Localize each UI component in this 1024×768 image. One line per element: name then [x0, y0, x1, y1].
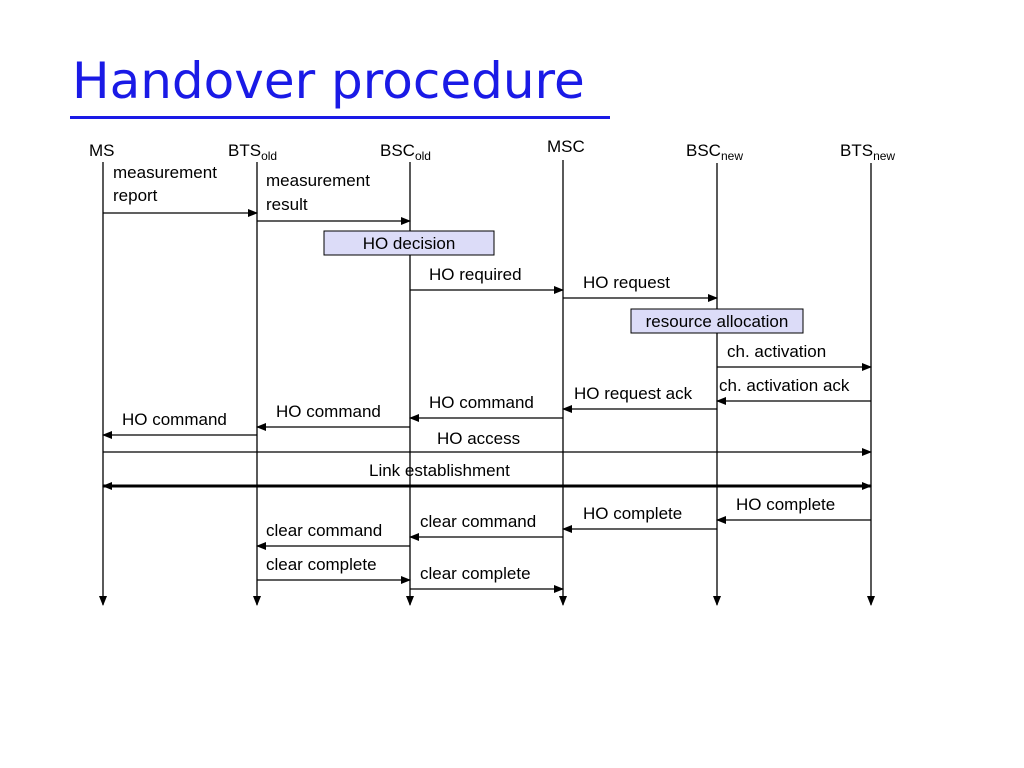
entity-name: BSC	[686, 141, 721, 160]
entity-name: MS	[89, 141, 115, 160]
resource-allocation-box-rect	[630, 308, 804, 334]
resource-allocation-box-label: resource allocation	[646, 312, 789, 331]
message-label-line: clear command	[266, 521, 382, 540]
message-label: HO request ack	[574, 384, 693, 403]
entity-label-bscold: BSCold	[380, 141, 431, 163]
message-label-line: measurement	[266, 171, 370, 190]
message-label-line: HO command	[276, 402, 381, 421]
message-ho-command-msc: HO command	[409, 393, 563, 422]
message-label: ch. activation	[727, 342, 826, 361]
message-label: clear complete	[266, 555, 377, 574]
message-label-line: measurement	[113, 163, 217, 182]
entity-name: BTS	[228, 141, 261, 160]
message-clear-command-msc: clear command	[409, 512, 563, 541]
message-label: clear complete	[420, 564, 531, 583]
entity-subscript: old	[261, 149, 277, 163]
message-label: measurement report	[113, 163, 217, 205]
message-label: HO command	[276, 402, 381, 421]
entity-label-msc: MSC	[547, 137, 585, 156]
entity-label-btsold: BTSold	[228, 141, 277, 163]
entity-subscript: old	[415, 149, 431, 163]
message-label: HO request	[583, 273, 670, 292]
message-label: HO command	[429, 393, 534, 412]
message-clear-command-bsc: clear command	[256, 521, 410, 550]
message-label-line: HO complete	[736, 495, 835, 514]
ho-decision-box: HO decision	[323, 230, 495, 256]
message-label-line: HO command	[429, 393, 534, 412]
message-ch-activation-ack: ch. activation ack	[716, 376, 871, 405]
entity-name: BSC	[380, 141, 415, 160]
ho-decision-box-rect	[323, 230, 495, 256]
entity-name: BTS	[840, 141, 873, 160]
entity-subscript: new	[873, 149, 895, 163]
message-label-line: HO complete	[583, 504, 682, 523]
message-measurement-report: measurement report	[103, 163, 258, 217]
ho-decision-box-label: HO decision	[363, 234, 456, 253]
message-label-line: HO access	[437, 429, 520, 448]
message-label-line: HO request	[583, 273, 670, 292]
message-label-line: ch. activation	[727, 342, 826, 361]
message-ho-request-ack: HO request ack	[562, 384, 717, 413]
message-label: HO complete	[583, 504, 682, 523]
entity-subscript: new	[721, 149, 743, 163]
message-label: clear command	[420, 512, 536, 531]
message-ho-request: HO request	[563, 273, 718, 302]
message-clear-complete-bts: clear complete	[257, 555, 411, 584]
message-label-line: clear complete	[420, 564, 531, 583]
message-label: measurement result	[266, 171, 370, 214]
message-label-line: HO request ack	[574, 384, 693, 403]
message-label-line: clear complete	[266, 555, 377, 574]
message-ho-complete-bsc: HO complete	[562, 504, 717, 533]
message-ho-access: HO access	[103, 429, 872, 456]
message-label: ch. activation ack	[719, 376, 850, 395]
message-label-line: clear command	[420, 512, 536, 531]
message-label-line: ch. activation ack	[719, 376, 850, 395]
message-label-line: report	[113, 186, 158, 205]
message-ch-activation: ch. activation	[717, 342, 872, 371]
entity-label-bscnew: BSCnew	[686, 141, 743, 163]
page-title: Handover procedure	[72, 52, 585, 110]
message-label: clear command	[266, 521, 382, 540]
message-label: HO complete	[736, 495, 835, 514]
message-label-line: result	[266, 195, 308, 214]
message-ho-command-bts: HO command	[102, 410, 257, 439]
message-label-line: HO command	[122, 410, 227, 429]
entity-label-ms: MS	[89, 141, 115, 160]
entity-name: MSC	[547, 137, 585, 156]
message-label: Link establishment	[369, 461, 510, 480]
message-ho-required: HO required	[410, 265, 564, 294]
title-underline	[70, 116, 610, 119]
resource-allocation-box: resource allocation	[630, 308, 804, 334]
message-clear-complete-bsc: clear complete	[410, 564, 564, 593]
message-link-establishment: Link establishment	[102, 461, 872, 490]
message-measurement-result: measurement result	[257, 171, 411, 225]
message-ho-complete-bts: HO complete	[716, 495, 871, 524]
message-label-line: HO required	[429, 265, 522, 284]
message-label-line: Link establishment	[369, 461, 510, 480]
message-label: HO command	[122, 410, 227, 429]
message-label: HO access	[437, 429, 520, 448]
entity-label-btsnew: BTSnew	[840, 141, 895, 163]
message-label: HO required	[429, 265, 522, 284]
message-ho-command-bsc: HO command	[256, 402, 410, 431]
